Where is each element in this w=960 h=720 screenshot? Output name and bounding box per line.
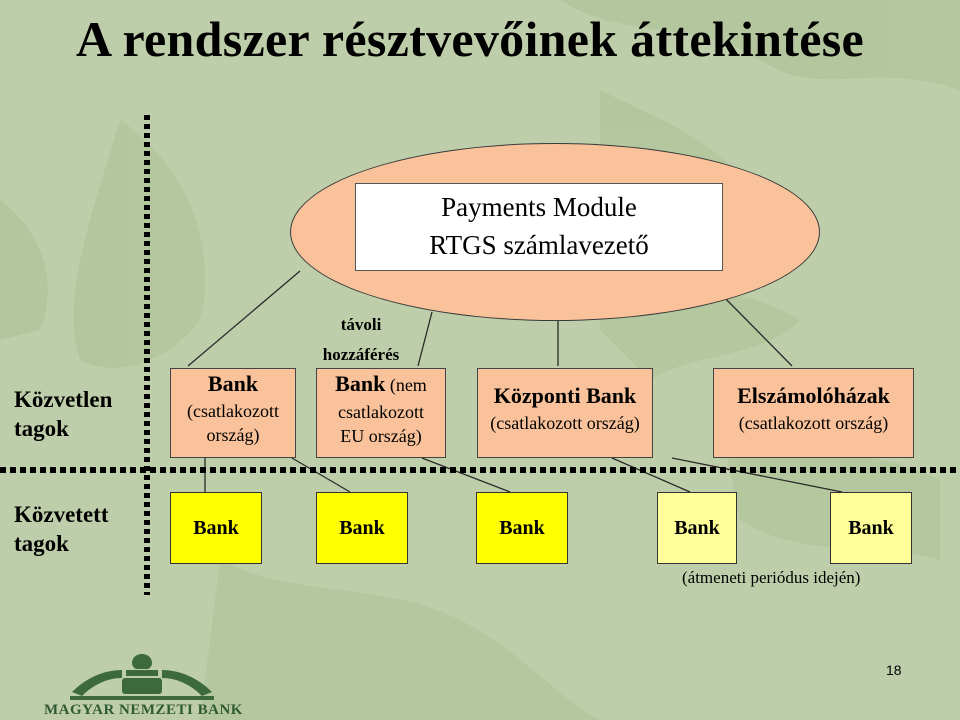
direct-member-title: Bank	[207, 371, 259, 396]
indirect-member-label: Bank	[674, 516, 720, 539]
indirect-member-label: Bank	[339, 516, 385, 539]
direct-member-title: Bank	[335, 371, 386, 396]
indirect-member-bank-transition: Bank	[657, 492, 737, 564]
page-title: A rendszer résztvevőinek áttekintése	[76, 11, 864, 67]
indirect-member-bank: Bank	[170, 492, 262, 564]
direct-member-sub: (csatlakozott	[187, 401, 279, 421]
direct-member-title-suffix: (nem	[385, 375, 427, 395]
direct-member-sub: csatlakozott	[338, 402, 424, 422]
direct-member-central-bank: Központi Bank (csatlakozott ország)	[477, 368, 653, 458]
direct-members-label: Közvetlen tagok	[14, 385, 112, 443]
direct-member-clearing-houses: Elszámolóházak (csatlakozott ország)	[713, 368, 914, 458]
indirect-member-label: Bank	[848, 516, 894, 539]
indirect-member-bank: Bank	[476, 492, 568, 564]
bank-logo-icon	[70, 654, 214, 700]
module-title: Payments Module	[441, 192, 637, 222]
remote-access-line1: távoli	[340, 315, 382, 334]
direct-member-bank-joined: Bank (csatlakozott ország)	[170, 368, 296, 458]
indirect-label-line2: tagok	[14, 531, 69, 556]
indirect-member-label: Bank	[499, 516, 545, 539]
direct-member-sub: (csatlakozott ország)	[738, 413, 889, 433]
horizontal-separator	[0, 467, 960, 473]
direct-member-bank-non-joined: Bank (nem csatlakozott EU ország)	[316, 368, 446, 458]
direct-member-title: Központi Bank	[493, 383, 637, 408]
payments-module-box: Payments Module RTGS számlavezető	[355, 183, 723, 271]
direct-member-title: Elszámolóházak	[737, 383, 890, 408]
direct-member-sub: (csatlakozott ország)	[490, 413, 640, 433]
module-subtitle: RTGS számlavezető	[429, 230, 649, 260]
direct-member-sub: EU ország)	[340, 426, 422, 446]
direct-label-line1: Közvetlen	[14, 387, 113, 412]
vertical-separator	[144, 115, 150, 595]
direct-member-sub: ország)	[206, 425, 260, 445]
indirect-members-label: Közvetett tagok	[14, 500, 109, 558]
transition-period-note: (átmeneti periódus idején)	[682, 568, 861, 587]
indirect-member-bank: Bank	[316, 492, 408, 564]
bank-logo-text: MAGYAR NEMZETI BANK	[44, 702, 243, 718]
indirect-label-line1: Közvetett	[14, 502, 109, 527]
direct-label-line2: tagok	[14, 416, 69, 441]
page-number: 18	[886, 662, 902, 678]
indirect-member-label: Bank	[193, 516, 239, 539]
remote-access-label: távoli hozzáférés	[311, 310, 411, 370]
remote-access-line2: hozzáférés	[322, 345, 400, 364]
indirect-member-bank-transition: Bank	[830, 492, 912, 564]
